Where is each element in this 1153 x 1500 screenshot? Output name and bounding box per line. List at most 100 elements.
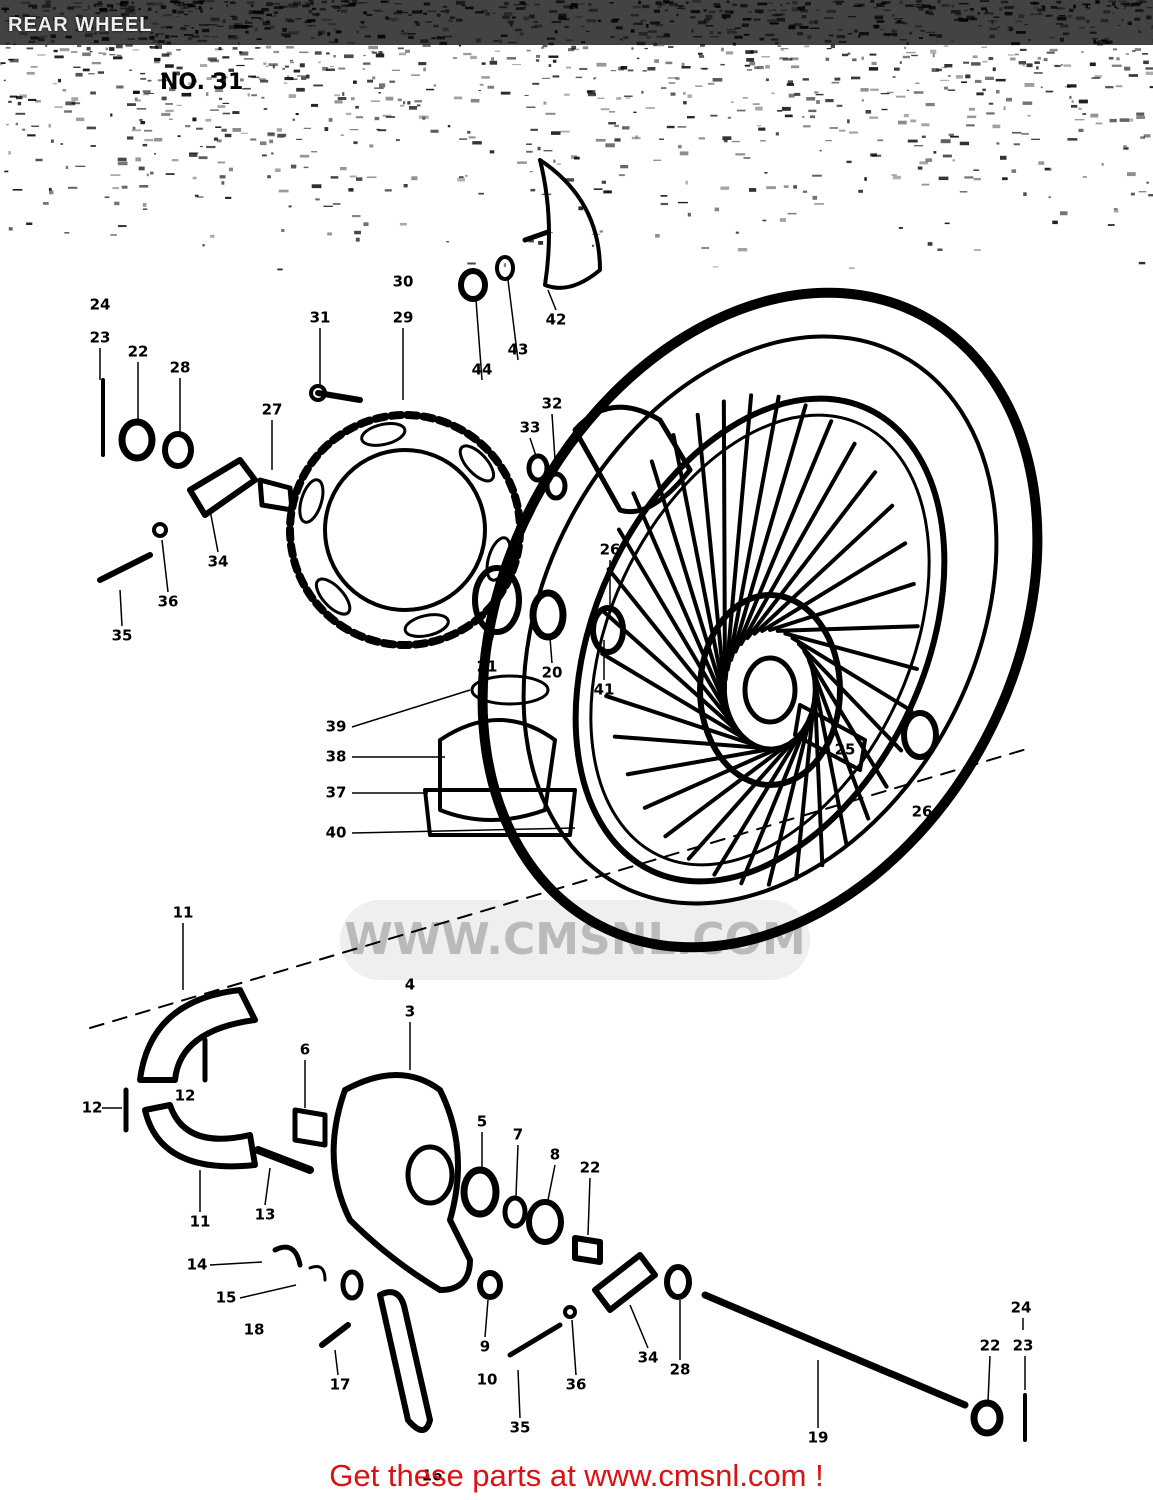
noise-speck	[1113, 210, 1119, 213]
noise-speck	[80, 24, 88, 27]
tube-41	[572, 404, 693, 515]
noise-speck	[1145, 71, 1153, 75]
noise-speck	[600, 108, 610, 111]
noise-speck	[569, 6, 574, 10]
noise-speck	[630, 29, 635, 33]
noise-speck	[700, 67, 709, 70]
noise-speck	[769, 22, 779, 25]
noise-speck	[506, 57, 516, 60]
noise-speck	[730, 11, 733, 14]
noise-speck	[1012, 131, 1022, 134]
noise-speck	[98, 22, 103, 25]
noise-speck	[858, 4, 864, 6]
callout-32: 32	[541, 394, 563, 413]
noise-speck	[99, 32, 109, 35]
noise-speck	[794, 92, 801, 96]
noise-speck	[120, 2, 123, 7]
bushing-9	[477, 1270, 503, 1300]
noise-speck	[43, 202, 49, 205]
noise-speck	[973, 249, 981, 251]
noise-speck	[574, 156, 580, 160]
noise-speck	[1075, 16, 1085, 20]
noise-speck	[735, 153, 746, 156]
noise-speck	[704, 18, 711, 21]
noise-speck	[858, 189, 863, 193]
noise-speck	[117, 157, 127, 161]
noise-speck	[714, 207, 720, 212]
noise-speck	[915, 82, 920, 85]
noise-speck	[989, 34, 995, 39]
noise-speck	[465, 6, 474, 10]
noise-speck	[1022, 64, 1025, 67]
noise-speck	[221, 78, 227, 82]
callout-23: 23	[89, 328, 111, 347]
noise-speck	[722, 16, 727, 20]
noise-speck	[303, 166, 309, 169]
noise-speck	[187, 3, 195, 8]
noise-speck	[332, 203, 341, 205]
noise-speck	[26, 71, 35, 75]
noise-speck	[973, 169, 980, 171]
noise-speck	[899, 39, 908, 41]
noise-speck	[401, 30, 404, 32]
noise-speck	[915, 25, 923, 28]
noise-speck	[418, 115, 429, 119]
noise-speck	[318, 33, 324, 35]
leader-line	[515, 1144, 519, 1197]
noise-speck	[200, 64, 208, 67]
noise-speck	[324, 127, 329, 131]
noise-speck	[1021, 132, 1029, 135]
noise-speck	[263, 62, 267, 65]
noise-speck	[595, 138, 606, 142]
noise-speck	[165, 35, 168, 39]
noise-speck	[1027, 63, 1033, 68]
noise-speck	[50, 139, 54, 143]
noise-speck	[282, 67, 285, 70]
noise-speck	[571, 3, 578, 8]
noise-speck	[534, 3, 540, 6]
noise-speck	[795, 24, 803, 27]
noise-speck	[149, 46, 152, 48]
noise-speck	[661, 87, 667, 89]
spoke	[695, 412, 728, 703]
noise-speck	[453, 96, 463, 100]
noise-speck	[748, 11, 752, 13]
noise-speck	[859, 32, 869, 36]
noise-speck	[970, 17, 978, 21]
noise-speck	[319, 7, 326, 11]
noise-speck	[614, 138, 621, 142]
noise-speck	[1046, 51, 1055, 54]
noise-speck	[906, 42, 910, 45]
nut-22c	[970, 1399, 1004, 1437]
noise-speck	[41, 20, 46, 22]
noise-speck	[587, 90, 593, 93]
noise-speck	[308, 0, 312, 2]
noise-speck	[928, 6, 936, 10]
noise-speck	[192, 0, 203, 5]
noise-speck	[1040, 86, 1043, 89]
callout-28: 28	[169, 358, 191, 377]
noise-speck	[344, 54, 354, 59]
noise-speck	[411, 10, 422, 14]
noise-speck	[668, 2, 678, 7]
noise-speck	[237, 42, 240, 46]
noise-speck	[86, 47, 91, 51]
noise-speck	[610, 36, 615, 38]
noise-speck	[247, 93, 250, 97]
footer-link-text[interactable]: Get these parts at www.cmsnl.com !	[329, 1458, 824, 1493]
noise-speck	[218, 47, 222, 51]
noise-speck	[311, 103, 319, 107]
noise-speck	[802, 116, 805, 118]
noise-speck	[705, 14, 713, 19]
noise-speck	[759, 37, 765, 41]
noise-speck	[245, 19, 248, 22]
noise-speck	[1006, 97, 1013, 102]
noise-speck	[947, 75, 951, 77]
noise-speck	[411, 74, 421, 76]
noise-speck	[202, 244, 205, 247]
noise-speck	[45, 0, 51, 5]
noise-speck	[615, 26, 623, 30]
noise-speck	[403, 184, 408, 188]
noise-speck	[396, 10, 403, 13]
noise-speck	[52, 17, 59, 21]
